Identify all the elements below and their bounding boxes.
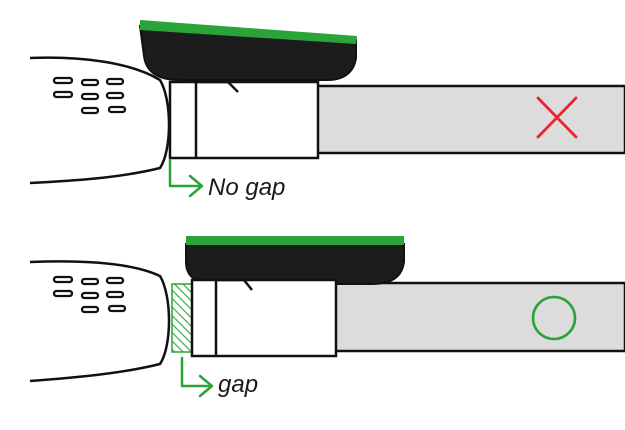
cross-mark-icon [536,96,578,139]
no-gap-arrow [168,158,204,198]
device-accent-strip [140,20,357,44]
gap-hatch [171,283,193,353]
strap-clip [190,278,338,358]
wrist-outline [29,260,171,383]
device-body [138,20,357,81]
strap-clip [168,80,320,160]
wrist-creases [52,275,127,314]
panel-gap: gap [29,236,625,398]
panel-no-gap: No gap [29,20,625,201]
label-gap: gap [218,371,258,398]
wrist-creases [52,76,127,115]
device-body [185,236,405,285]
circle-mark-icon [531,295,577,341]
wrist-outline [29,56,171,185]
device-accent-strip [186,236,404,245]
gap-arrow [180,356,214,398]
watch-strap [332,281,625,353]
watch-strap [314,84,625,155]
label-no-gap: No gap [208,174,285,201]
